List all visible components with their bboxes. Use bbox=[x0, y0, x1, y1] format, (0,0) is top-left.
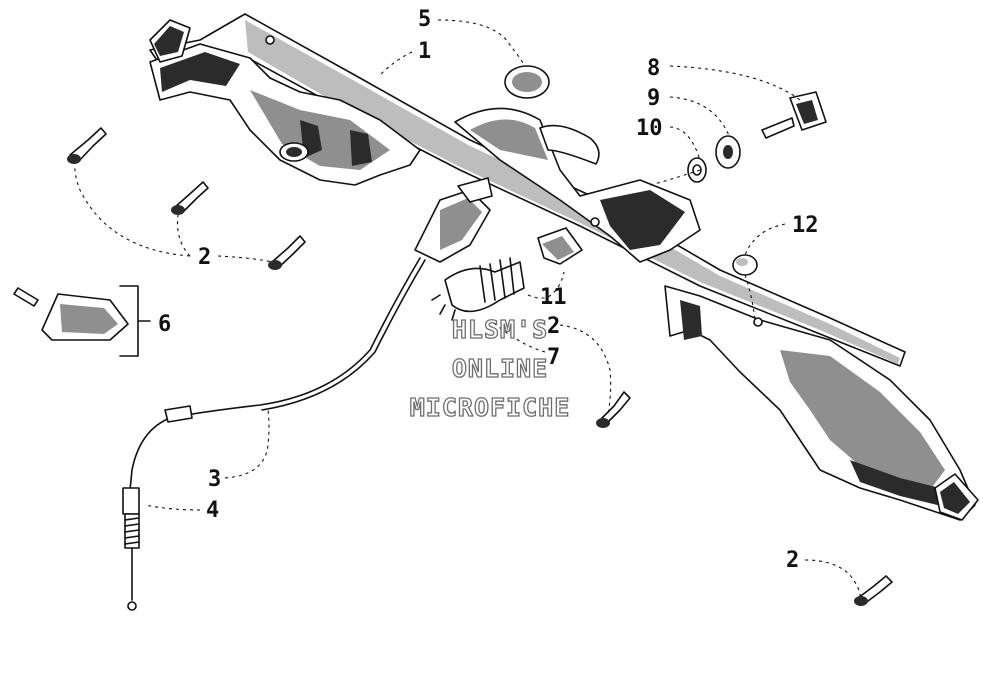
plug-5 bbox=[504, 65, 550, 99]
screw-center bbox=[596, 391, 631, 428]
callout-2-right: 2 bbox=[786, 548, 799, 573]
key-8 bbox=[761, 91, 827, 139]
throttle-cable bbox=[129, 257, 426, 491]
nut-9 bbox=[715, 135, 741, 169]
callout-11: 11 bbox=[540, 285, 567, 310]
cap-12 bbox=[732, 254, 758, 276]
leader-lines bbox=[74, 19, 861, 597]
screw-lower-right bbox=[854, 575, 893, 606]
callout-12: 12 bbox=[792, 213, 819, 238]
handlebar-cover bbox=[149, 13, 979, 521]
watermark-line-2: ONLINE bbox=[452, 354, 548, 383]
throttle-housing bbox=[414, 177, 493, 263]
cable-adjuster bbox=[122, 487, 140, 611]
screw-lower-left bbox=[268, 235, 306, 270]
callout-8: 8 bbox=[647, 56, 660, 81]
callout-1: 1 bbox=[418, 39, 431, 64]
reflector-6 bbox=[13, 287, 129, 341]
switch-connector bbox=[537, 227, 583, 265]
callout-9: 9 bbox=[647, 86, 660, 111]
callout-5: 5 bbox=[418, 7, 431, 32]
callout-7: 7 bbox=[547, 345, 560, 370]
callout-2-left: 2 bbox=[198, 245, 211, 270]
screw-upper-left bbox=[67, 127, 107, 164]
screw-middle-left bbox=[171, 181, 209, 215]
callout-4: 4 bbox=[206, 498, 219, 523]
watermark-line-3: MICROFICHE bbox=[410, 393, 571, 422]
callout-labels: 1 2 2 2 3 4 5 6 7 8 9 10 11 12 bbox=[158, 7, 819, 573]
washer-10 bbox=[687, 157, 707, 183]
watermark-line-1: HLSM'S bbox=[452, 315, 548, 344]
callout-10: 10 bbox=[636, 116, 663, 141]
ignition-switch bbox=[431, 257, 525, 321]
callout-6: 6 bbox=[158, 312, 171, 337]
callout-3: 3 bbox=[208, 467, 221, 492]
watermark: HLSM'S ONLINE MICROFICHE bbox=[409, 314, 571, 422]
callout-2-center: 2 bbox=[547, 314, 560, 339]
